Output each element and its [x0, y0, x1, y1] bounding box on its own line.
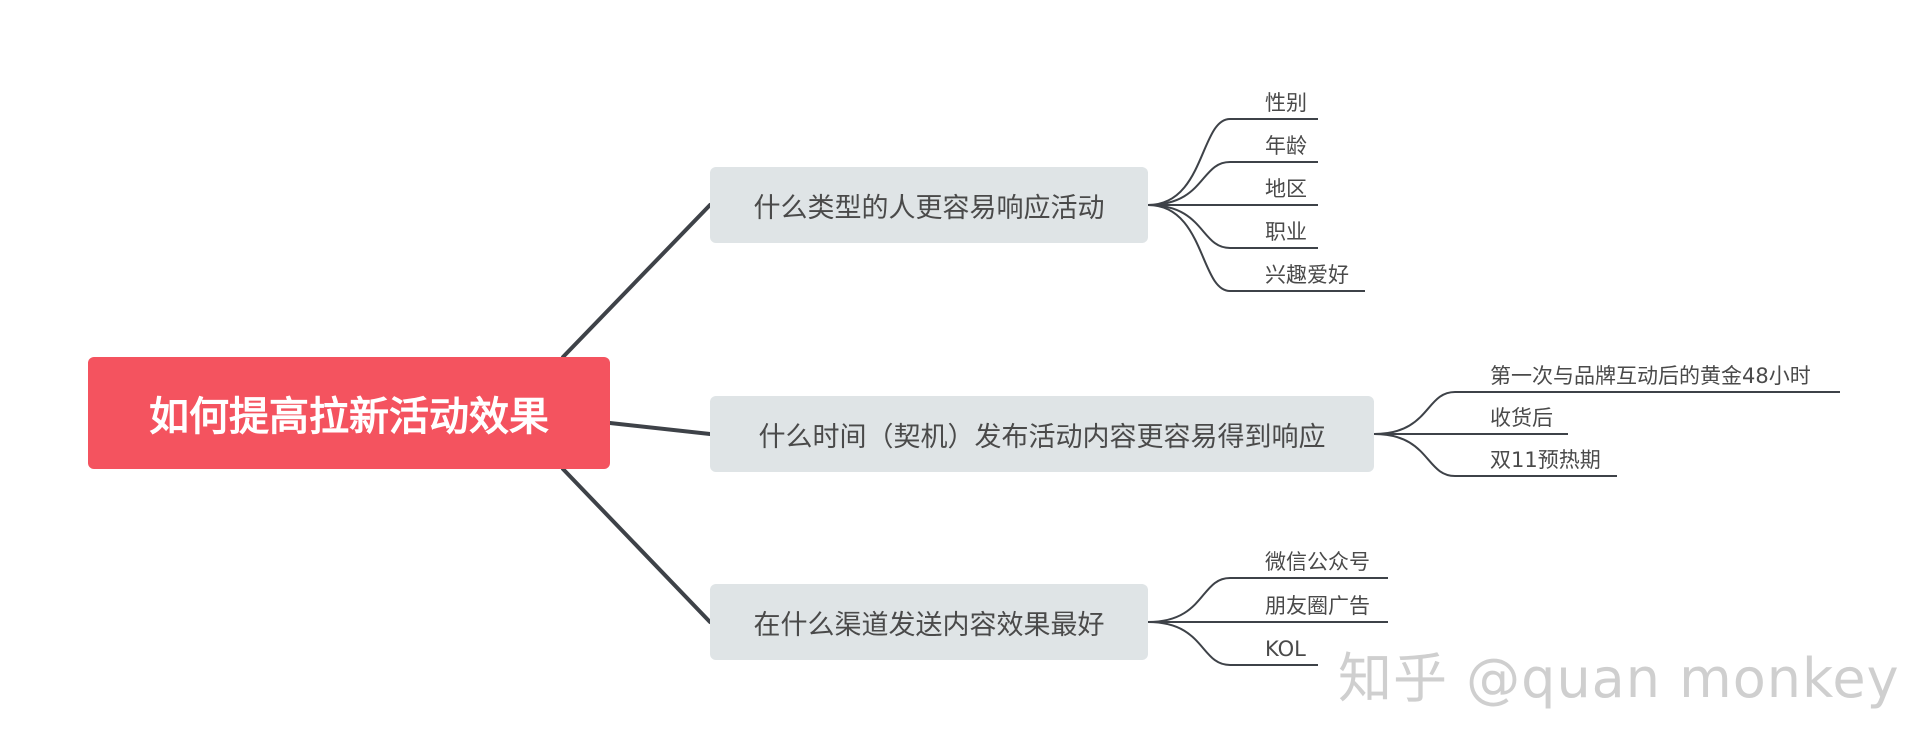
connector-leaf-3-1 [1147, 577, 1388, 623]
root-connectors [561, 203, 712, 624]
watermark: 知乎 @quan monkey [1338, 647, 1900, 710]
leaf-topic-interests[interactable]: 兴趣爱好 [1265, 263, 1349, 287]
connector-leaf-1-4 [1147, 204, 1318, 249]
root-topic[interactable]: 如何提高拉新活动效果 [88, 357, 610, 469]
connector-leaf-1-2 [1147, 161, 1318, 206]
connector-root-branch-2 [608, 421, 712, 436]
leaf-topic-age[interactable]: 年龄 [1265, 134, 1307, 158]
leaf-topic-kol[interactable]: KOL [1265, 637, 1306, 661]
leaf-topic-occupation[interactable]: 职业 [1265, 220, 1307, 244]
leaf-topic-golden-48h[interactable]: 第一次与品牌互动后的黄金48小时 [1490, 364, 1811, 388]
connector-root-branch-3 [561, 467, 712, 624]
leaf-topic-after-delivery[interactable]: 收货后 [1490, 406, 1553, 430]
leaf-topic-wechat-official[interactable]: 微信公众号 [1265, 550, 1370, 574]
leaf-topic-gender[interactable]: 性别 [1265, 91, 1307, 115]
connector-leaf-1-1 [1147, 118, 1318, 206]
branch-topic-channel[interactable]: 在什么渠道发送内容效果最好 [710, 584, 1148, 660]
connector-root-branch-1 [561, 203, 712, 359]
branch-topic-timing[interactable]: 什么时间（契机）发布活动内容更容易得到响应 [710, 396, 1374, 472]
leaf-connectors [1147, 118, 1840, 666]
leaf-topic-region[interactable]: 地区 [1265, 177, 1307, 201]
connector-leaf-3-3 [1147, 621, 1318, 666]
connector-leaf-1-5 [1147, 204, 1365, 292]
connector-leaf-2-1 [1373, 391, 1840, 435]
branch-topic-audience[interactable]: 什么类型的人更容易响应活动 [710, 167, 1148, 243]
leaf-topic-double11-preheat[interactable]: 双11预热期 [1490, 448, 1601, 472]
connector-leaf-2-3 [1373, 433, 1617, 477]
leaf-topic-moments-ads[interactable]: 朋友圈广告 [1265, 594, 1370, 618]
